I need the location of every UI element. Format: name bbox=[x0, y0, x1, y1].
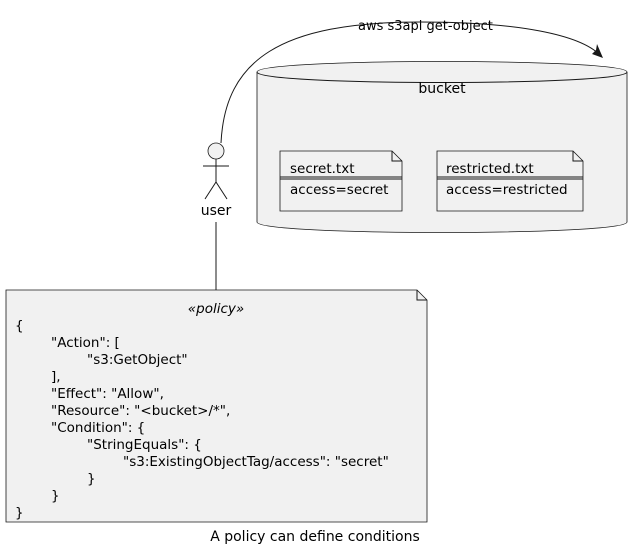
file-name: secret.txt bbox=[290, 161, 354, 177]
policy-line: "Condition": { bbox=[51, 420, 145, 436]
policy-line: "s3:ExistingObjectTag/access": "secret" bbox=[123, 454, 389, 470]
file-note-secret: secret.txt access=secret bbox=[279, 150, 403, 212]
policy-line: ], bbox=[51, 369, 61, 385]
file-tag: access=secret bbox=[290, 182, 388, 198]
file-tag: access=restricted bbox=[446, 182, 568, 198]
actor-left-leg bbox=[204, 181, 217, 200]
policy-note: «policy» { "Action": [ "s3:GetObject" ],… bbox=[5, 289, 428, 523]
policy-line: } bbox=[87, 471, 96, 487]
policy-line: } bbox=[15, 505, 24, 521]
user-actor: user bbox=[201, 142, 232, 219]
policy-stereotype: «policy» bbox=[188, 301, 244, 317]
policy-line: } bbox=[51, 488, 60, 504]
policy-line: "s3:GetObject" bbox=[87, 352, 188, 368]
get-object-arrow: aws s3api get-object bbox=[220, 19, 603, 144]
policy-line: "StringEquals": { bbox=[87, 437, 202, 453]
file-note-restricted: restricted.txt access=restricted bbox=[436, 150, 584, 212]
diagram-caption: A policy can define conditions bbox=[210, 529, 420, 545]
policy-line: "Resource": "<bucket>/*", bbox=[51, 403, 230, 419]
file-name: restricted.txt bbox=[446, 161, 534, 177]
actor-head-icon bbox=[207, 142, 225, 160]
actor-label: user bbox=[201, 203, 232, 219]
bucket-label: bucket bbox=[418, 81, 466, 97]
policy-line: { bbox=[15, 318, 24, 334]
policy-line: "Effect": "Allow", bbox=[51, 386, 164, 402]
arrow-head bbox=[592, 44, 603, 58]
policy-line: "Action": [ bbox=[51, 335, 120, 351]
arrow-label: aws s3api get-object bbox=[358, 19, 493, 34]
actor-right-leg bbox=[215, 181, 228, 200]
